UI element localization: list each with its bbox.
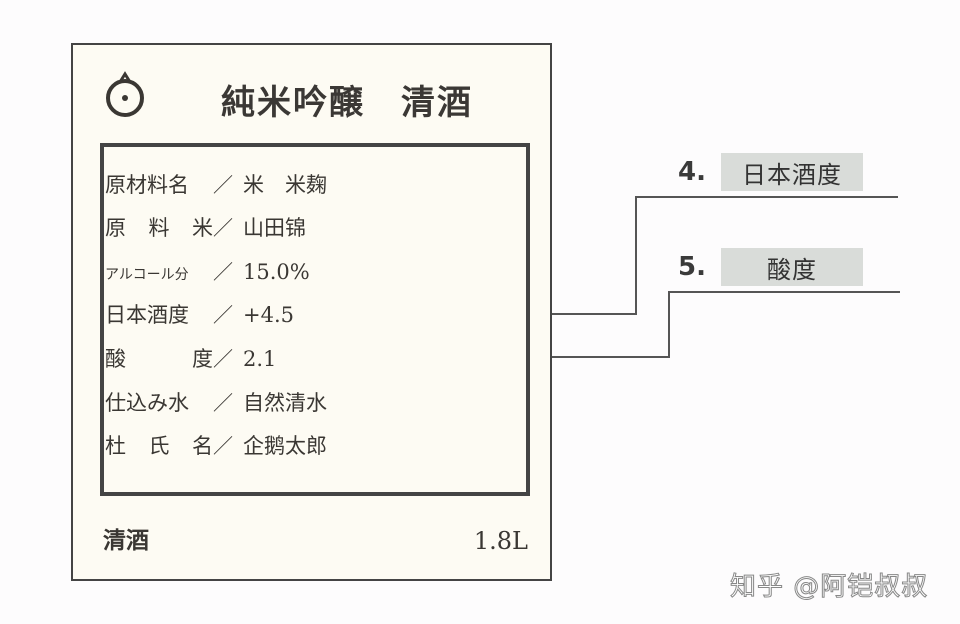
separator: ／ xyxy=(213,216,233,240)
spec-row-ingredients: 原材料名 ／ 米 米麹 xyxy=(105,169,327,199)
watermark: 知乎 @阿铠叔叔 xyxy=(729,572,929,603)
spec-row-water: 仕込み水 ／ 自然清水 xyxy=(105,387,327,417)
spec-value: 15.0% xyxy=(243,260,310,284)
separator: ／ xyxy=(213,434,233,458)
spec-box xyxy=(100,143,530,496)
separator: ／ xyxy=(213,260,233,284)
spec-row-brewer: 杜氏名 ／ 企鹅太郎 xyxy=(105,430,327,460)
spec-value: 米 米麹 xyxy=(243,173,327,197)
spec-key: 日本酒度 xyxy=(105,303,189,327)
spec-key: 仕込み水 xyxy=(105,391,189,415)
spec-row-alcohol: アルコール分 ／ 15.0% xyxy=(105,256,310,286)
callout-number-4: 4. xyxy=(678,157,706,187)
footer-category: 清酒 xyxy=(103,527,149,554)
spec-row-smv: 日本酒度 ／ +4.5 xyxy=(105,299,294,329)
separator: ／ xyxy=(213,391,233,415)
spec-key: アルコール分 xyxy=(105,267,189,283)
separator: ／ xyxy=(213,173,233,197)
spec-row-rice: 原料米 ／ 山田锦 xyxy=(105,212,306,242)
spec-value: 企鹅太郎 xyxy=(243,434,327,458)
circle-dot-icon xyxy=(106,71,144,117)
sake-label: 純米吟醸 清酒 原材料名 ／ 米 米麹 原料米 ／ 山田锦 アルコール分 ／ 1… xyxy=(71,43,552,581)
footer-volume: 1.8L xyxy=(473,527,528,555)
spec-key: 杜氏名 xyxy=(105,434,213,458)
separator: ／ xyxy=(213,303,233,327)
spec-key: 酸度 xyxy=(105,347,213,371)
callout-number-5: 5. xyxy=(678,252,706,282)
spec-row-acidity: 酸度 ／ 2.1 xyxy=(105,343,276,373)
label-title: 純米吟醸 清酒 xyxy=(221,83,473,123)
spec-key: 原料米 xyxy=(105,216,213,240)
separator: ／ xyxy=(213,347,233,371)
spec-value: 山田锦 xyxy=(243,216,306,240)
spec-value: 2.1 xyxy=(243,347,277,371)
spec-value: 自然清水 xyxy=(243,391,327,415)
spec-key: 原材料名 xyxy=(105,173,189,197)
spec-value: +4.5 xyxy=(243,303,294,327)
callout-tag-smv: 日本酒度 xyxy=(721,153,863,191)
callout-tag-acidity: 酸度 xyxy=(721,248,863,286)
